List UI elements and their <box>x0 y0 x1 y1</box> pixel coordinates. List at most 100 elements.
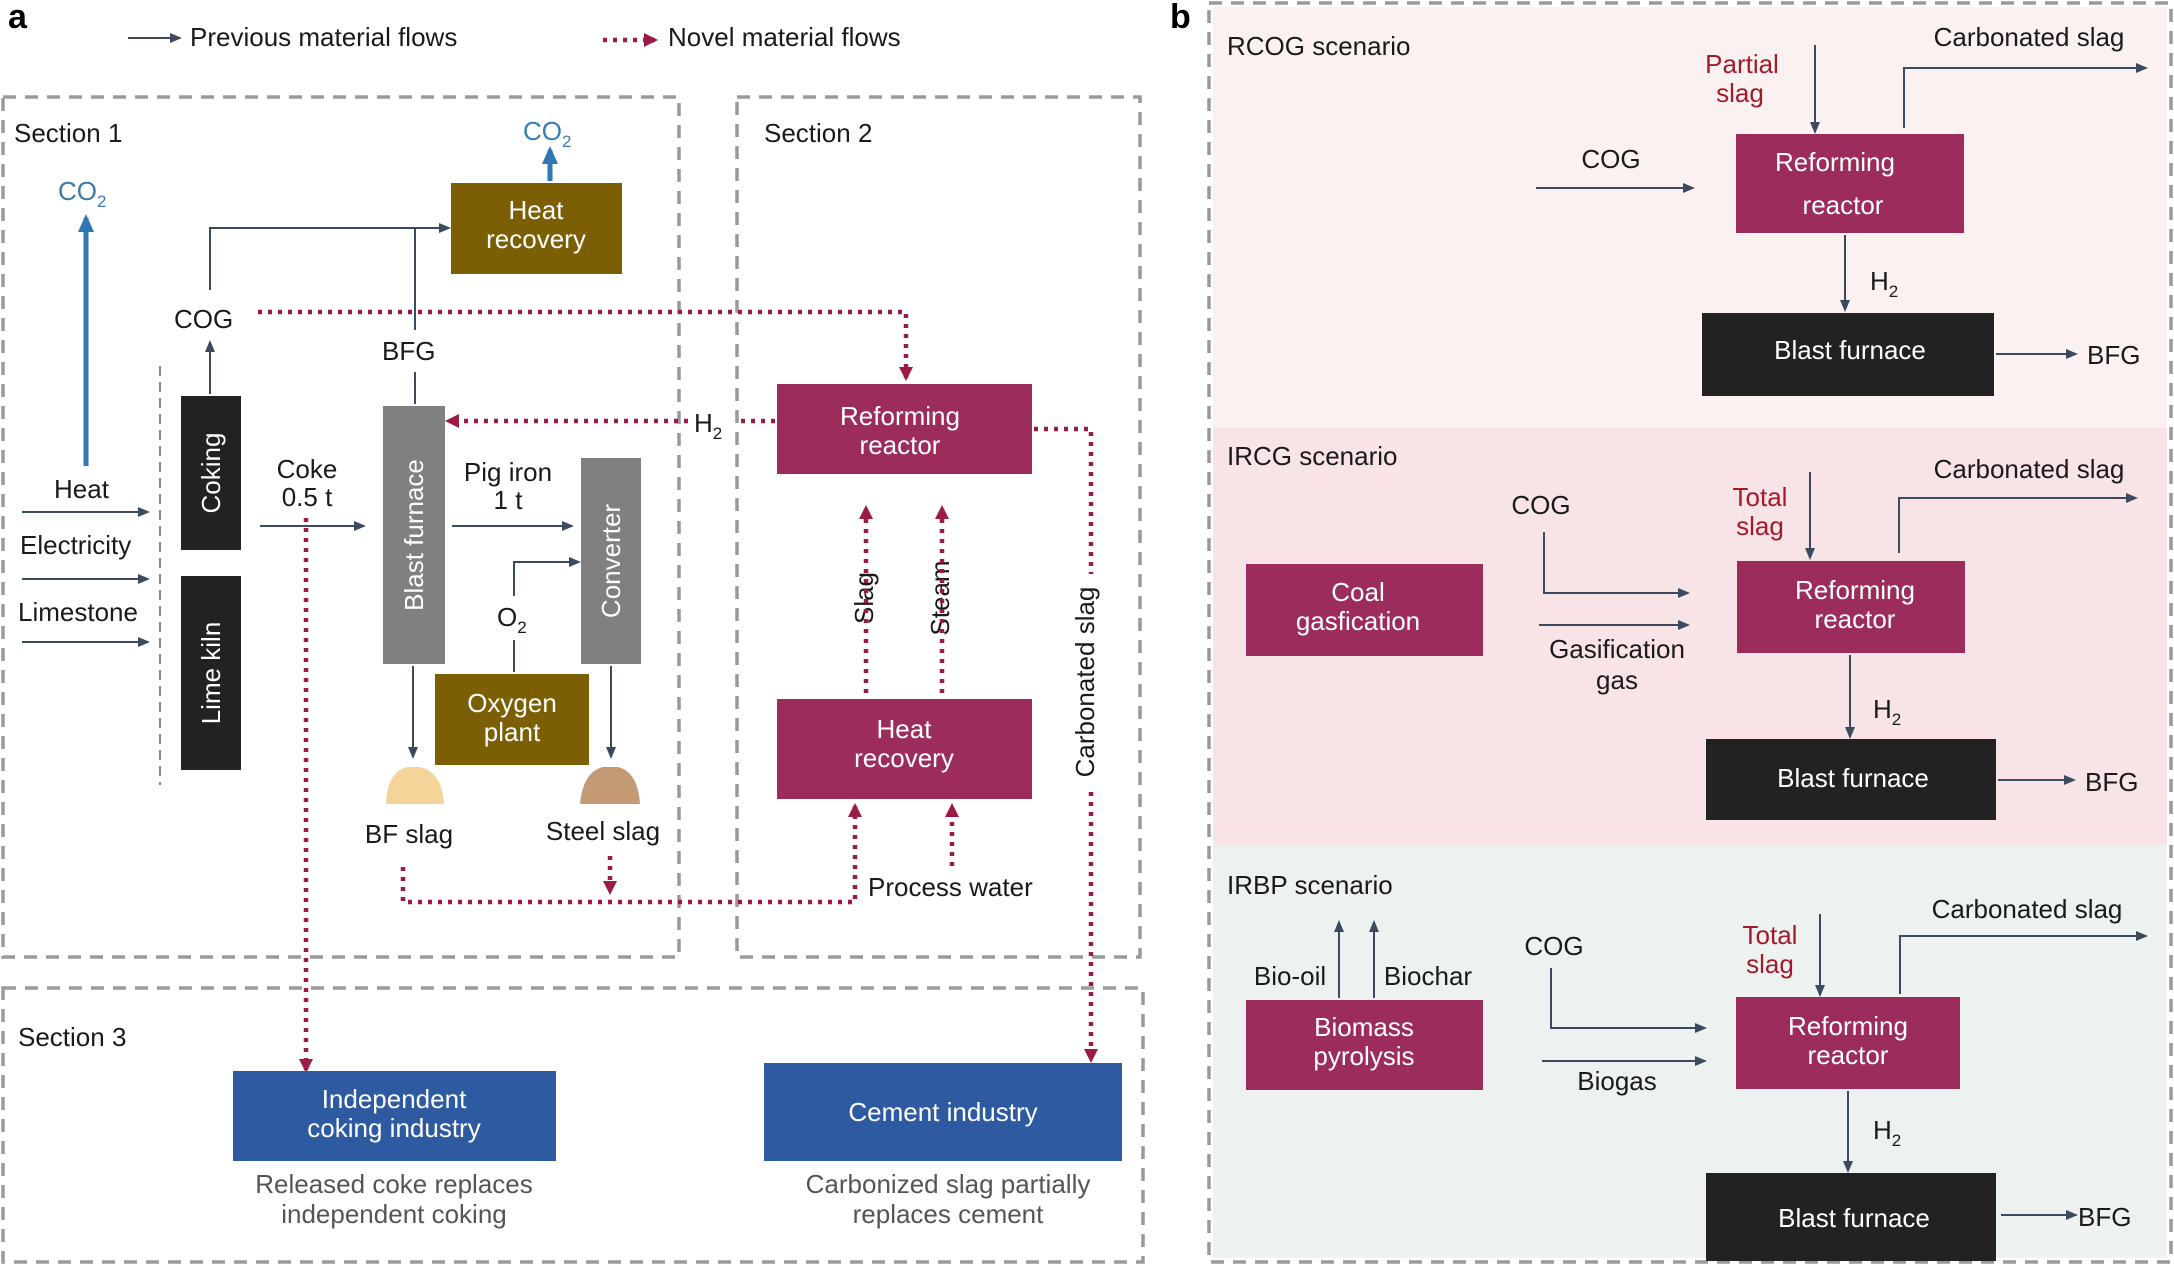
oxygen-plant-box <box>435 674 589 765</box>
input-limestone-label: Limestone <box>18 597 138 627</box>
lime-kiln-box <box>181 576 241 770</box>
irbp-pyrolysis-label-1: Biomass <box>1314 1012 1414 1042</box>
rcog-blast-furnace-box <box>1702 313 1994 396</box>
irbp-biochar-label: Biochar <box>1384 961 1472 991</box>
rcog-slag-label-1: Partial <box>1705 49 1779 79</box>
ircg-cog-label: COG <box>1511 490 1570 520</box>
ircg-gas-label-1: Gasification <box>1549 634 1685 664</box>
rcog-slag-label-2: slag <box>1716 78 1764 108</box>
ircg-slag-label-1: Total <box>1733 482 1788 512</box>
ircg-h2-label: H2 <box>1873 694 1901 729</box>
panel-label-b: b <box>1170 0 1191 36</box>
pig-iron-label: Pig iron <box>464 457 552 487</box>
heat-recovery-red-box <box>777 699 1032 799</box>
coke-amount-label: 0.5 t <box>282 482 333 512</box>
section3-label: Section 3 <box>18 1022 126 1052</box>
rcog-cog-label: COG <box>1581 144 1640 174</box>
o2-to-converter-arrow <box>513 557 581 596</box>
irbp-reactor-label-2: reactor <box>1808 1040 1889 1070</box>
independent-coking-box <box>233 1071 556 1161</box>
ircg-reactor-label-2: reactor <box>1815 604 1896 634</box>
input-heat-label: Heat <box>54 474 110 504</box>
bf-slag-label: BF slag <box>365 819 453 849</box>
section2-box <box>735 95 1142 959</box>
irbp-pyrolysis-label-2: pyrolysis <box>1313 1041 1414 1071</box>
cement-note-line-2: replaces cement <box>853 1199 1045 1229</box>
bf-slag-pile-icon <box>386 767 444 804</box>
bf-slag-to-heat-recovery-novel-arrow <box>400 803 862 905</box>
ircg-coal-label-1: Coal <box>1331 577 1384 607</box>
o2-label: O2 <box>497 602 527 637</box>
section2-label: Section 2 <box>764 118 872 148</box>
bfg-label: BFG <box>382 336 435 366</box>
coke-label: Coke <box>277 454 338 484</box>
lime-kiln-label: Lime kiln <box>196 622 226 725</box>
heat-recovery-olive-label-1: Heat <box>509 195 565 225</box>
legend-novel-label: Novel material flows <box>668 22 901 52</box>
coking-note-line-2: independent coking <box>281 1199 507 1229</box>
blast-furnace-label: Blast furnace <box>399 459 429 611</box>
ircg-carbonated-slag-label: Carbonated slag <box>1934 454 2125 484</box>
converter-label: Converter <box>596 504 626 618</box>
irbp-blast-furnace-box <box>1706 1173 1996 1261</box>
ircg-slag-label-2: slag <box>1736 511 1784 541</box>
blast-furnace-box <box>383 406 445 664</box>
oxygen-plant-label-1: Oxygen <box>467 688 557 718</box>
rcog-background <box>1213 7 2167 428</box>
rcog-scenario: RCOG scenario Partial slag COG Reforming… <box>1227 22 2148 396</box>
carbonated-slag-to-cement-novel-arrow <box>1034 426 1094 574</box>
ircg-reactor-label-1: Reforming <box>1795 575 1915 605</box>
co2-heat-label: CO2 <box>523 116 571 151</box>
h2-label: H2 <box>694 408 722 443</box>
input-electricity-label: Electricity <box>20 530 131 560</box>
rcog-bfg-label: BFG <box>2087 340 2140 370</box>
oxygen-plant-label-2: plant <box>484 717 541 747</box>
ircg-bfg-label: BFG <box>2085 767 2138 797</box>
cog-to-reforming-reactor-novel-arrow <box>258 309 913 381</box>
heat-recovery-olive-box <box>451 183 622 274</box>
irbp-biogas-label: Biogas <box>1577 1066 1657 1096</box>
rcog-carbonated-slag-label: Carbonated slag <box>1934 22 2125 52</box>
pig-iron-amount-label: 1 t <box>494 485 524 515</box>
irbp-bfg-label: BFG <box>2078 1202 2131 1232</box>
section1-label: Section 1 <box>14 118 122 148</box>
heat-recovery-red-label-1: Heat <box>877 714 933 744</box>
heat-recovery-olive-label-2: recovery <box>486 224 586 254</box>
ircg-coal-gasification-box <box>1246 564 1483 656</box>
irbp-scenario: IRBP scenario Bio-oil Biochar Biomass py… <box>1227 870 2148 1261</box>
irbp-h2-label: H2 <box>1873 1115 1901 1150</box>
converter-box <box>581 458 641 664</box>
heat-recovery-red-label-2: recovery <box>854 743 954 773</box>
rcog-reforming-reactor-box <box>1736 134 1964 233</box>
ircg-gas-label-2: gas <box>1596 665 1638 695</box>
cog-to-heat-recovery-arrow <box>209 223 451 290</box>
rcog-h2-label: H2 <box>1870 266 1898 301</box>
rcog-reactor-label-2: reactor <box>1803 190 1884 220</box>
irbp-blast-furnace-label: Blast furnace <box>1778 1203 1930 1233</box>
ircg-cog-arrow <box>1543 532 1690 598</box>
section1-box <box>1 95 681 959</box>
independent-coking-label-2: coking industry <box>307 1113 480 1143</box>
ircg-blast-furnace-box <box>1706 739 1996 820</box>
irbp-cog-label: COG <box>1524 931 1583 961</box>
irbp-slag-label-2: slag <box>1746 949 1794 979</box>
cement-industry-label: Cement industry <box>848 1097 1037 1127</box>
irbp-biomass-pyrolysis-box <box>1246 1000 1483 1090</box>
ircg-scenario: IRCG scenario Total slag Carbonated slag… <box>1227 441 2138 820</box>
irbp-bio-oil-label: Bio-oil <box>1254 961 1326 991</box>
reforming-reactor-label-2: reactor <box>860 430 941 460</box>
section3-box <box>1 986 1145 1264</box>
independent-coking-label-1: Independent <box>322 1084 467 1114</box>
irbp-cog-arrow <box>1550 968 1707 1033</box>
ircg-reforming-reactor-box <box>1737 561 1965 653</box>
rcog-title: RCOG scenario <box>1227 31 1411 61</box>
ircg-carbonated-slag-arrow <box>1898 493 2138 553</box>
rcog-blast-furnace-label: Blast furnace <box>1774 335 1926 365</box>
steel-slag-label: Steel slag <box>546 816 660 846</box>
irbp-slag-label-1: Total <box>1743 920 1798 950</box>
irbp-reactor-label-1: Reforming <box>1788 1011 1908 1041</box>
coking-box <box>181 396 241 550</box>
panel-b-outline <box>1207 1 2173 1264</box>
cement-industry-box <box>764 1063 1122 1161</box>
